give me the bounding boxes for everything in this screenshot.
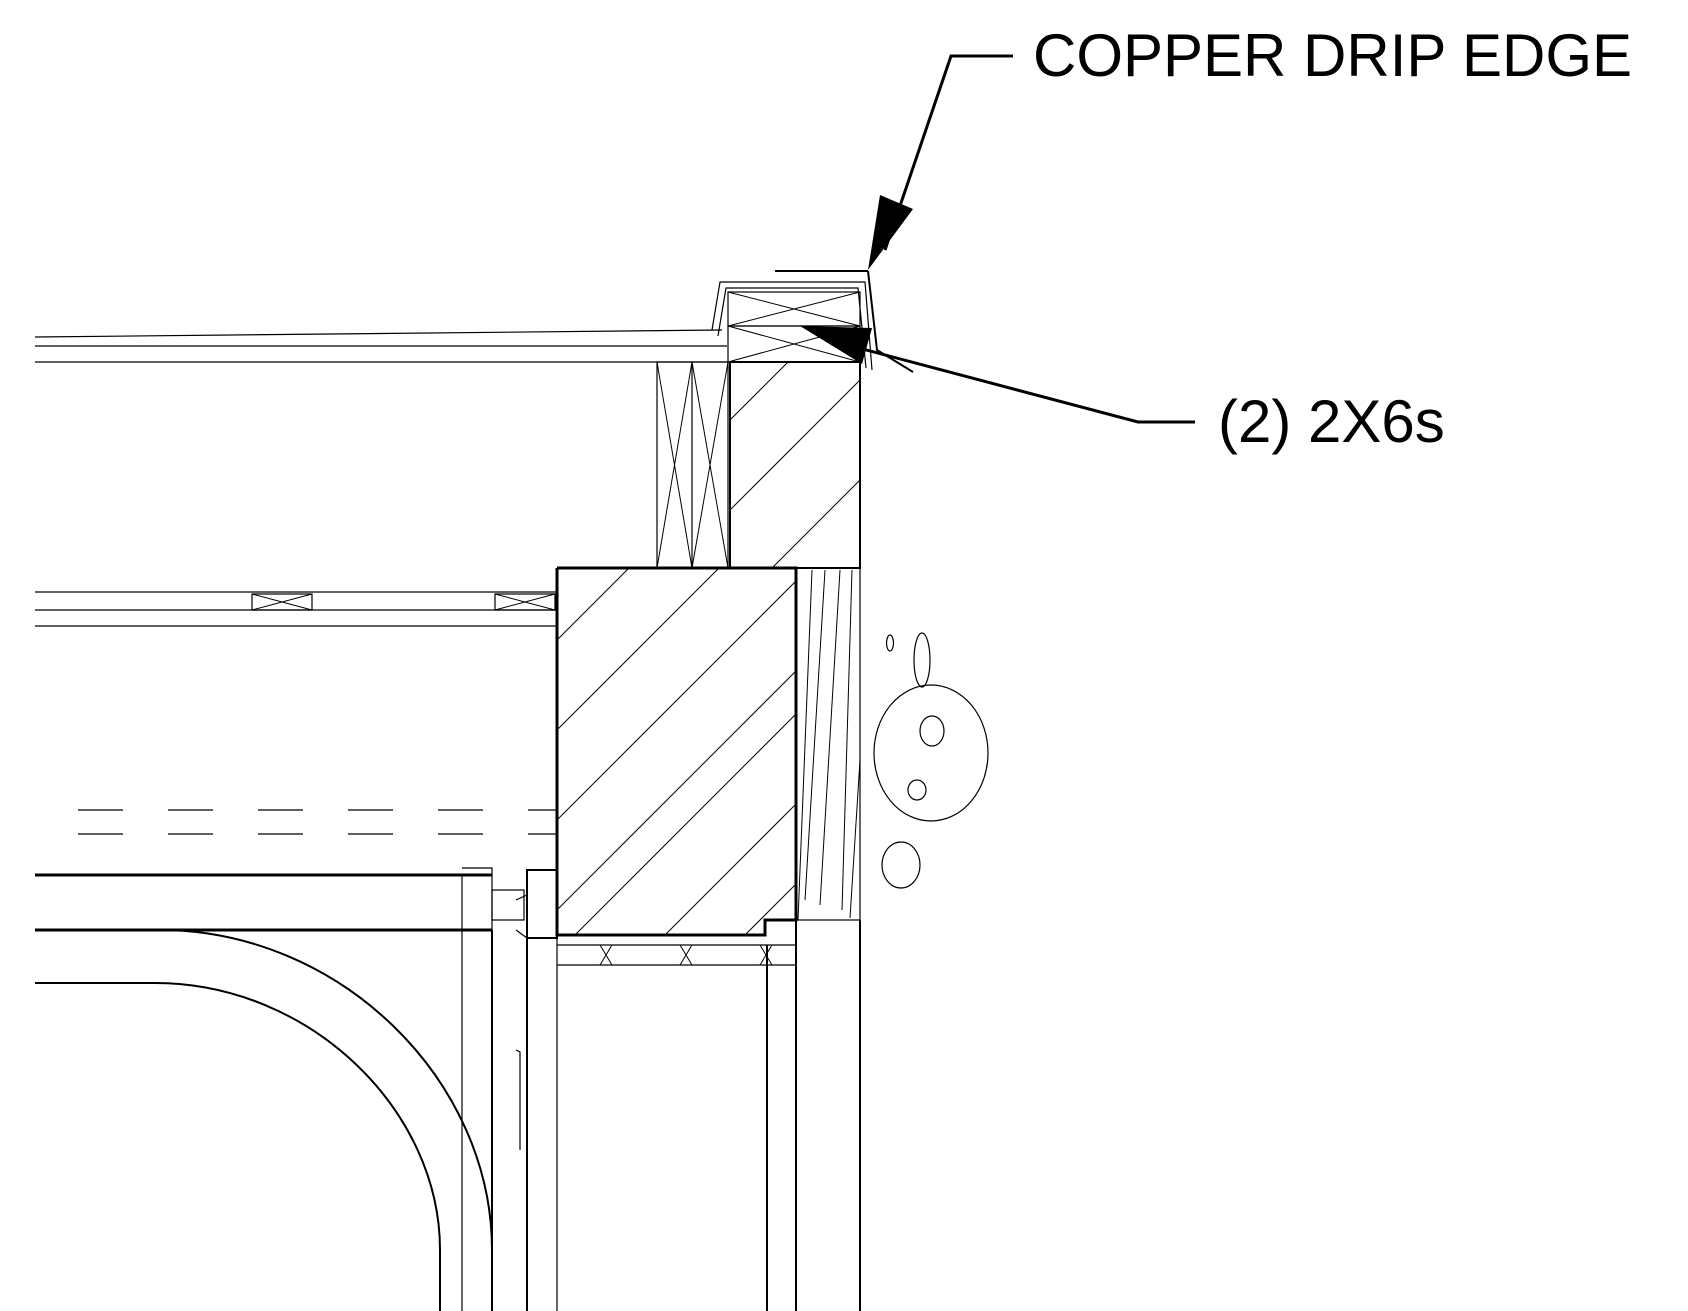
- exterior-trim: [795, 567, 861, 921]
- upper-header: [729, 361, 861, 569]
- door-head-frame: [35, 867, 558, 939]
- upper-studs: [656, 361, 729, 569]
- drip-edge-leader: [868, 54, 1013, 270]
- drip-edge-label: COPPER DRIP EDGE: [1033, 22, 1632, 89]
- trim-ornament: [873, 632, 989, 889]
- hidden-lines: [78, 809, 557, 835]
- two-by-six-leader: [800, 326, 1195, 424]
- copper-drip-edge: [775, 270, 914, 373]
- ceiling-joist: [35, 591, 557, 627]
- two-by-six-label: (2) 2X6s: [1218, 388, 1445, 455]
- roof-deck-layers: [34, 281, 873, 371]
- two-by-six-blocking: [727, 291, 861, 363]
- drip-edge-arrowhead: [868, 195, 913, 270]
- two-by-six-arrowhead: [800, 326, 872, 364]
- jamb-strip: [557, 944, 796, 966]
- arched-opening: [35, 929, 493, 1311]
- jamb-verticals: [461, 875, 861, 1311]
- main-beam: [555, 566, 798, 937]
